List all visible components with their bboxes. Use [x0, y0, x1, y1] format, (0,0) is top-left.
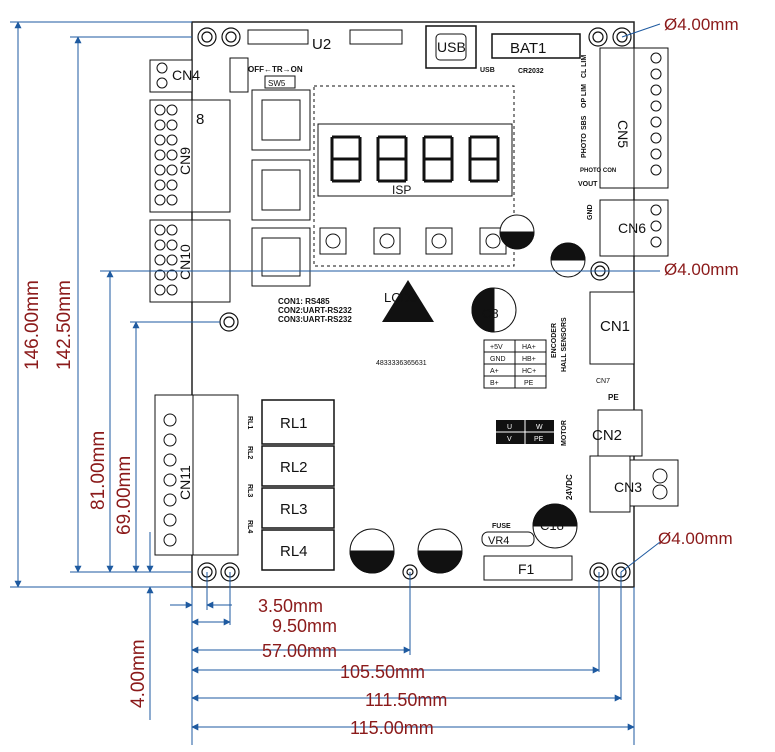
dimension-labels: Ø4.00mm Ø4.00mm Ø4.00mm 146.00mm 142.50m… [22, 15, 739, 738]
width-111-5-dim: 111.50mm [365, 690, 447, 710]
width-115-dim: 115.00mm [350, 718, 434, 738]
width-9-5-dim: 9.50mm [272, 616, 337, 636]
cn2-label: CN2 [592, 427, 622, 444]
usb-small-label: USB [480, 67, 495, 74]
bat1-label: BAT1 [510, 40, 546, 57]
rj-connectors [251, 89, 311, 287]
mounting-holes [197, 27, 632, 582]
rl-small-label: RL4 [246, 520, 253, 533]
usb-connector: USB USB [425, 25, 495, 74]
cn5-label-item: PHOTO CON [580, 168, 616, 174]
sw5-label: SW5 [268, 79, 286, 88]
barcode-label: 4833336365631 [376, 360, 427, 367]
hall-sensors-label: HALL SENSORS [561, 317, 568, 372]
hole-top-right-dim: Ø4.00mm [664, 15, 739, 34]
enc-cell: +5V [490, 344, 503, 351]
sw5-switch: SW5 [264, 75, 296, 89]
vr4-label: VR4 [488, 535, 509, 547]
motor-label: MOTOR [561, 420, 568, 446]
c18-label: C18 [540, 518, 564, 533]
warning-triangle-icon: LCD3 [382, 280, 434, 322]
con1-label: CON1: RS485 [278, 297, 330, 306]
cn3-label: CN3 [614, 479, 642, 495]
height-holes-dim: 142.50mm [54, 280, 75, 370]
right-terminal-circles [650, 52, 668, 500]
cn4-label: CN4 [172, 67, 200, 83]
relays [261, 399, 335, 571]
enc-cell: HC+ [522, 368, 536, 375]
dimension-lines [10, 21, 661, 745]
cn5-label-item: CL LIM [581, 55, 588, 78]
rl3-label: RL3 [280, 501, 308, 518]
encoder-label: ENCODER [551, 323, 558, 358]
rl2-label: RL2 [280, 459, 308, 476]
left-terminal-blocks [149, 99, 231, 303]
enc-cell: PE [524, 380, 534, 387]
width-105-5-dim: 105.50mm [340, 662, 425, 682]
cn11-terminal [154, 394, 239, 556]
height-81-dim: 81.00mm [88, 431, 109, 510]
width-57-dim: 57.00mm [262, 641, 337, 661]
encoder-table: +5V HA+ GND HB+ A+ HC+ B+ PE [483, 339, 547, 389]
con2-label: CON2:UART-RS232 [278, 306, 352, 315]
fuse-label: FUSE [492, 523, 511, 530]
cn10-label: CN10 [177, 244, 193, 280]
motor-cell: U [507, 424, 512, 431]
motor-cell: PE [534, 436, 544, 443]
f1-label: F1 [518, 561, 535, 577]
vdc24-label: 24VDC [565, 474, 574, 500]
u2-header: U2 [247, 29, 403, 53]
height-4-dim: 4.00mm [128, 639, 149, 708]
c8-label: C8 [482, 306, 499, 321]
cn5-label: CN5 [615, 120, 631, 148]
cn9-label: CN9 [177, 147, 193, 175]
u2-label: U2 [312, 36, 331, 53]
cn11-label: CN11 [177, 465, 193, 500]
cr2032-label: CR2032 [518, 68, 544, 75]
rl-small-label: RL1 [246, 416, 253, 429]
height-69-dim: 69.00mm [114, 456, 135, 535]
width-3-5-dim: 3.50mm [258, 596, 323, 616]
pe-label: PE [608, 393, 619, 402]
push-buttons [319, 227, 507, 255]
enc-cell: HA+ [522, 344, 536, 351]
cn6-label: CN6 [618, 220, 646, 236]
lcd-label: LCD3 [384, 290, 417, 305]
battery: BAT1 CR2032 [491, 33, 581, 75]
cn1-label: CN1 [600, 318, 630, 335]
capacitor-icons [349, 214, 586, 574]
fuse-block [481, 531, 573, 581]
enc-cell: HB+ [522, 356, 536, 363]
rl-small-label: RL2 [246, 446, 253, 459]
hole-mid-right-dim: Ø4.00mm [664, 260, 739, 279]
vout-label: VOUT [578, 181, 598, 188]
rl-small-label: RL3 [246, 484, 253, 497]
rl4-label: RL4 [280, 543, 308, 560]
cn8-label: 8 [196, 111, 204, 128]
cn5-label-item: OP LIM [581, 84, 588, 108]
cn5-label-item: SBS [581, 115, 588, 130]
rl1-label: RL1 [280, 415, 308, 432]
off-tr-on-label: OFF←TR→ON [248, 65, 303, 74]
motor-cell: W [536, 424, 543, 431]
cn5-function-labels: CL LIM OP LIM SBS PHOTO PHOTO CON [580, 55, 616, 174]
enc-cell: B+ [490, 380, 499, 387]
usb-label: USB [437, 39, 466, 55]
enc-cell: A+ [490, 368, 499, 375]
relay-small-labels: RL1 RL2 RL3 RL4 [246, 416, 253, 533]
cn7-label: CN7 [596, 378, 610, 385]
cn5-label-item: PHOTO [581, 133, 588, 158]
height-total-dim: 146.00mm [22, 280, 43, 370]
gnd-label: GND [587, 204, 594, 220]
enc-cell: GND [490, 356, 506, 363]
hole-bottom-right-dim: Ø4.00mm [658, 529, 733, 548]
con3-label: CON3:UART-RS232 [278, 315, 352, 324]
cn4-connector: CN4 [149, 57, 249, 93]
motor-cell: V [507, 436, 512, 443]
isp-label: ISP [392, 183, 411, 197]
motor-table: U W V PE [496, 420, 554, 444]
